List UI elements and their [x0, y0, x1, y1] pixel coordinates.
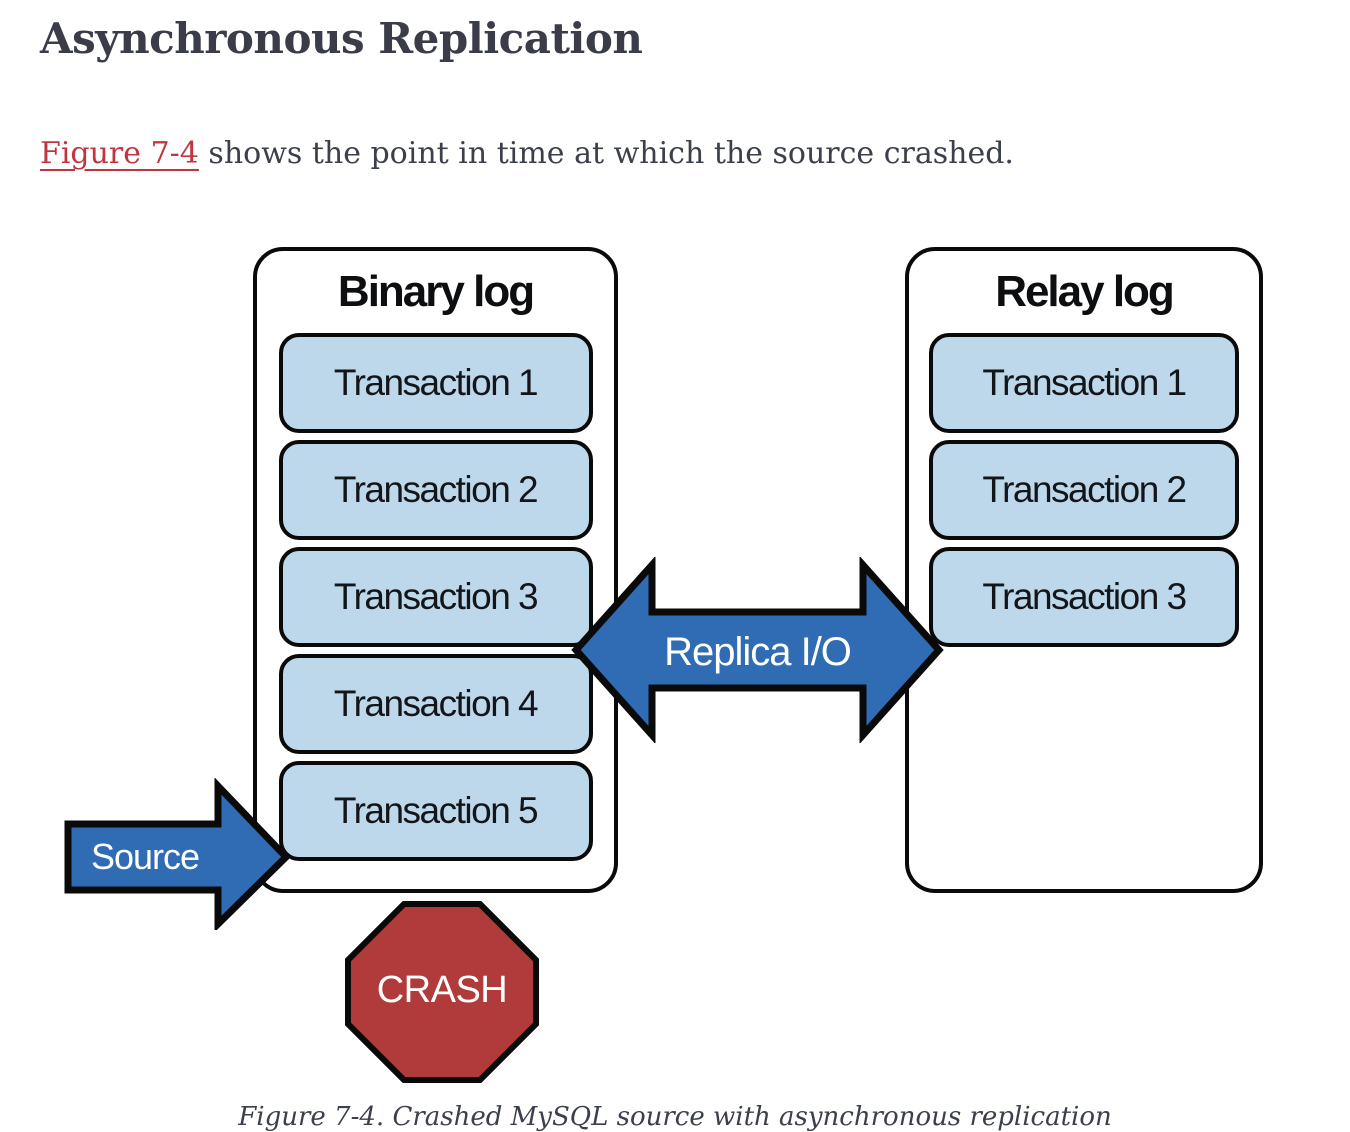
transaction-label: Transaction 2 — [333, 469, 539, 510]
crash-octagon-shape — [345, 901, 539, 1083]
page-title: Asynchronous Replication — [40, 14, 643, 63]
transaction-box: Transaction 4 — [278, 654, 593, 754]
crash-label: CRASH — [376, 969, 508, 1011]
replica-io-arrow — [571, 557, 944, 743]
paragraph-text: shows the point in time at which the sou… — [198, 136, 1014, 171]
crash-octagon — [345, 901, 539, 1083]
source-arrow — [64, 778, 291, 930]
transaction-box: Transaction 5 — [278, 761, 593, 861]
relay-log-box: Relay log Transaction 1 Transaction 2 Tr… — [905, 247, 1263, 893]
replica-io-arrow-shape — [571, 557, 944, 743]
transaction-box: Transaction 3 — [278, 547, 593, 647]
transaction-box: Transaction 1 — [929, 333, 1239, 433]
transaction-box: Transaction 2 — [278, 440, 593, 540]
figure-link[interactable]: Figure 7-4 — [40, 136, 199, 171]
figure-reference-paragraph: Figure 7-4 shows the point in time at wh… — [40, 132, 1014, 176]
transaction-label: Transaction 4 — [333, 683, 539, 724]
replica-io-label: Replica I/O — [664, 630, 852, 674]
binary-log-box: Binary log Transaction 1 Transaction 2 T… — [253, 247, 618, 893]
transaction-box: Transaction 1 — [278, 333, 593, 433]
transaction-box: Transaction 2 — [929, 440, 1239, 540]
transaction-label: Transaction 5 — [333, 790, 539, 831]
source-arrow-shape — [64, 778, 291, 930]
transaction-label: Transaction 1 — [333, 362, 539, 403]
figure-caption: Figure 7-4. Crashed MySQL source with as… — [238, 1102, 1112, 1132]
source-label: Source — [90, 836, 200, 877]
transaction-label: Transaction 2 — [982, 469, 1187, 510]
transaction-label: Transaction 3 — [333, 576, 539, 617]
transaction-label: Transaction 3 — [982, 576, 1187, 617]
relay-log-title: Relay log — [995, 267, 1175, 316]
binary-log-title: Binary log — [337, 267, 535, 316]
relay-log-transactions: Transaction 1 Transaction 2 Transaction … — [909, 333, 1259, 647]
transaction-label: Transaction 1 — [982, 362, 1187, 403]
transaction-box: Transaction 3 — [929, 547, 1239, 647]
binary-log-transactions: Transaction 1 Transaction 2 Transaction … — [257, 333, 614, 861]
